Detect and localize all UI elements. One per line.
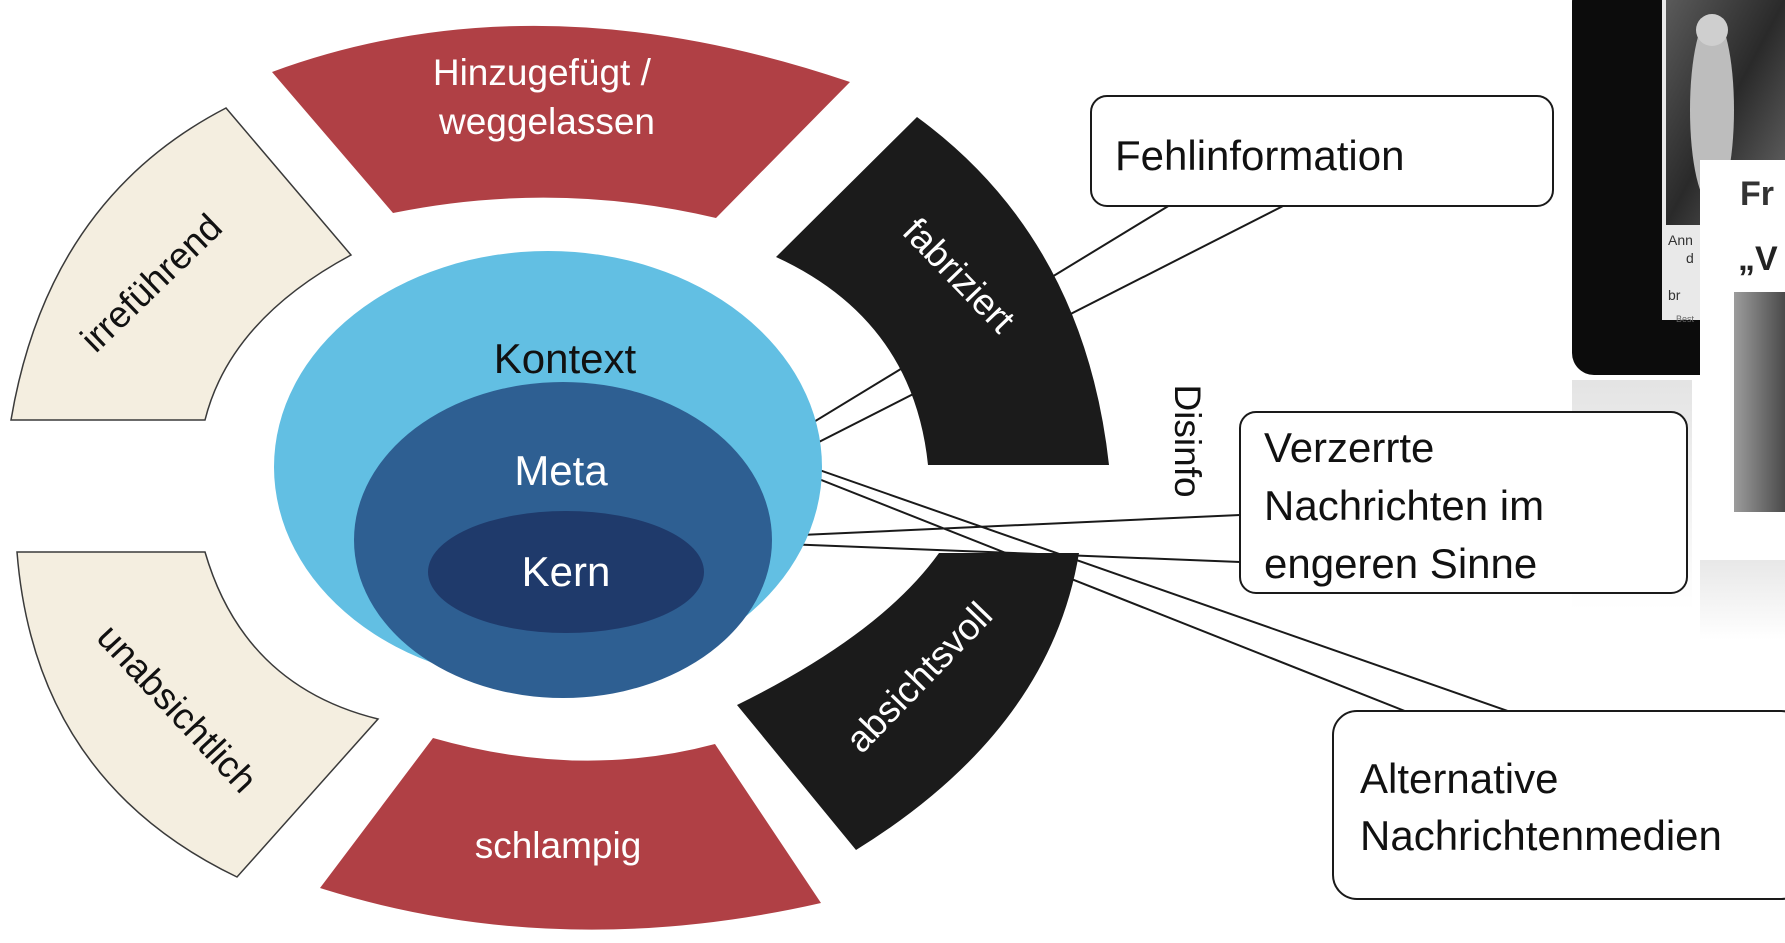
article-card-shadow	[1700, 560, 1785, 640]
kern-label: Kern	[522, 548, 611, 595]
callout-verzerrte-line1: Verzerrte	[1264, 424, 1434, 471]
segment-top-added-omitted	[272, 25, 850, 218]
photo-figure	[1690, 15, 1734, 205]
callout-alternative: Alternative Nachrichtenmedien	[1332, 710, 1785, 900]
photo-caption-2: d	[1686, 250, 1694, 266]
callout-fehlinformation-box	[1090, 95, 1554, 207]
segment-lower-left-unintentional	[16, 551, 380, 878]
segment-bottom-sloppy	[320, 738, 821, 930]
kern-ellipse	[428, 511, 704, 633]
photo-caption-1: Ann	[1668, 232, 1693, 248]
callout-alternative-line2: Nachrichtenmedien	[1360, 812, 1722, 859]
callout-fehlinformation-text: Fehlinformation	[1115, 132, 1404, 179]
line-alternative-2	[704, 429, 1526, 718]
line-verzerrte-2	[734, 541, 1241, 563]
label-disinfo: Disinfo	[1167, 384, 1208, 497]
segment-upper-left-misleading	[10, 107, 353, 421]
segment-upper-right-fabricated	[776, 117, 1109, 465]
callout-fehlinformation: Fehlinformation	[1090, 95, 1554, 207]
photo-footer: Best	[1676, 314, 1695, 324]
line-verzerrte-1	[734, 514, 1241, 539]
callout-verzerrte-box	[1239, 411, 1688, 594]
article-photo	[1734, 292, 1785, 512]
callout-alternative-line1: Alternative	[1360, 755, 1558, 802]
callout-verzerrte-text: Verzerrte Nachrichten im engeren Sinne	[1264, 424, 1556, 587]
article-quote-fragment: „V	[1738, 240, 1778, 278]
segment-lower-right-intentional	[737, 553, 1079, 850]
label-sloppy: schlampig	[475, 825, 642, 866]
callout-alternative-text: Alternative Nachrichtenmedien	[1360, 755, 1722, 859]
label-added-omitted-line1: Hinzugefügt /	[433, 52, 652, 93]
photo-caption-3: br	[1668, 287, 1681, 303]
label-added-omitted-line2: weggelassen	[438, 101, 655, 142]
context-label: Kontext	[494, 335, 637, 382]
core-layers: Kontext Meta Kern	[274, 251, 822, 698]
outer-ring	[10, 25, 1109, 930]
callout-verzerrte-line2: Nachrichten im	[1264, 482, 1544, 529]
callout-verzerrte: Verzerrte Nachrichten im engeren Sinne	[1239, 411, 1688, 594]
article-title-fragment: Fr	[1740, 175, 1774, 213]
background-screenshot-panel: Ann d br Best Fr „V	[1572, 0, 1785, 640]
meta-label: Meta	[514, 447, 608, 494]
callout-verzerrte-line3: engeren Sinne	[1264, 540, 1537, 587]
callout-alternative-box	[1332, 710, 1785, 900]
photo-figure-head	[1696, 14, 1728, 46]
label-added-omitted: Hinzugefügt / weggelassen	[433, 52, 661, 142]
